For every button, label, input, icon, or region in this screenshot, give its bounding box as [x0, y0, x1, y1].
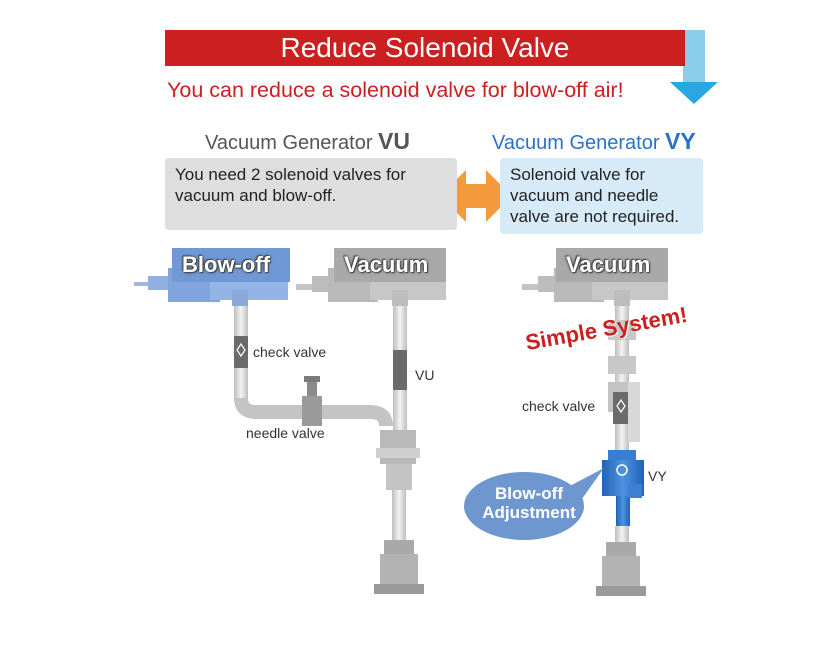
needle-valve-label: needle valve: [246, 425, 325, 441]
vu-heading-model: VU: [378, 128, 410, 154]
double-arrow-icon: [440, 170, 512, 222]
check-valve-label-right: check valve: [522, 398, 596, 414]
needle-valve-icon: [302, 376, 322, 426]
vacuum-pad-icon: [374, 540, 424, 594]
blowoff-valve-label: Blow-off: [182, 252, 270, 277]
vacuum-pad-icon-right: [596, 542, 646, 596]
vacuum-valve-label-right: Vacuum: [566, 252, 651, 277]
vy-heading: Vacuum Generator VY: [492, 128, 696, 155]
page-subtitle: You can reduce a solenoid valve for blow…: [167, 78, 624, 102]
vacuum-solenoid-valve-left: [296, 248, 446, 306]
check-valve-label-left: check valve: [253, 344, 327, 360]
vu-generator-label: VU: [415, 367, 435, 383]
vacuum-solenoid-valve-right: [522, 248, 668, 306]
vy-heading-prefix: Vacuum Generator: [492, 132, 666, 154]
vy-heading-model: VY: [665, 128, 696, 154]
page-title: Reduce Solenoid Valve: [165, 30, 685, 66]
vu-heading: Vacuum Generator VU: [205, 128, 410, 155]
blowoff-adjustment-bubble: [464, 468, 604, 540]
blowoff-solenoid-valve: [134, 248, 290, 306]
bubble-line-2: Adjustment: [482, 503, 576, 522]
vy-generator-body: [602, 450, 644, 526]
check-valve-icon: [234, 336, 248, 368]
vacuum-valve-label-left: Vacuum: [344, 252, 429, 277]
bubble-text: Blow-off Adjustment: [474, 484, 584, 522]
vu-note: You need 2 solenoid valves for vacuum an…: [165, 158, 457, 230]
down-arrow-icon: [670, 30, 718, 104]
bubble-line-1: Blow-off: [495, 484, 563, 503]
vy-note: Solenoid valve for vacuum and needle val…: [500, 158, 703, 234]
vu-heading-prefix: Vacuum Generator: [205, 132, 379, 154]
vy-generator-label: VY: [648, 468, 667, 484]
